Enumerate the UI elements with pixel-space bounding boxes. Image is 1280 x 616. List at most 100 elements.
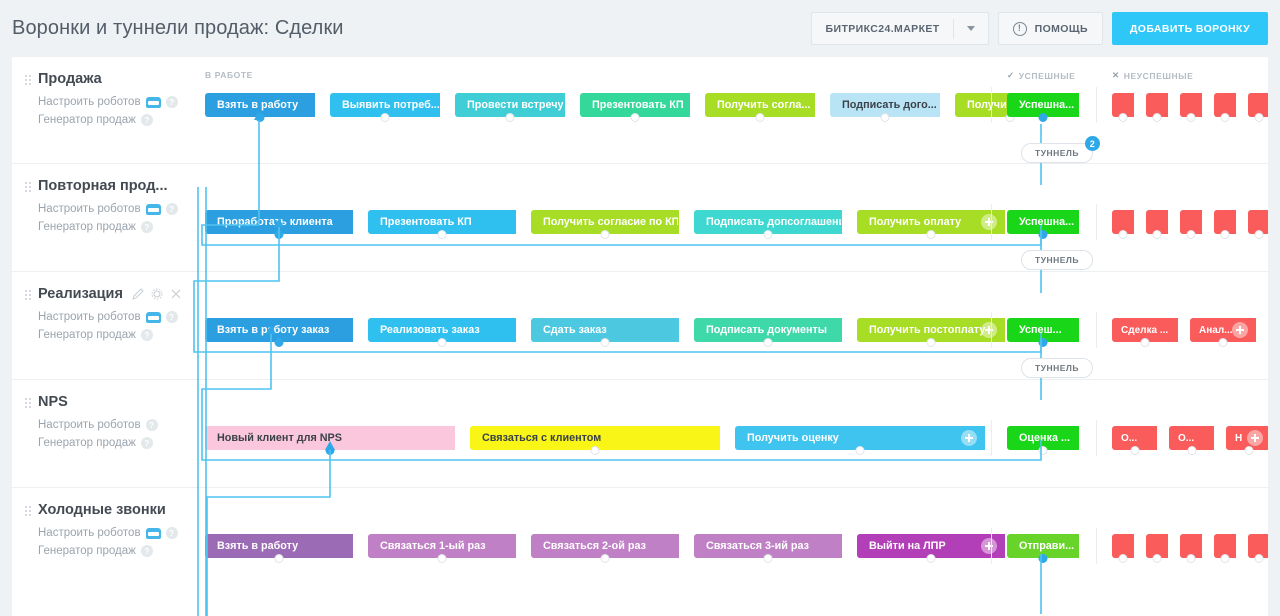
stage-connector-dot[interactable] <box>1254 230 1264 239</box>
funnel-drag-handle[interactable] <box>25 290 31 302</box>
stage-connector-dot[interactable] <box>1118 554 1128 563</box>
stage-connector-dot[interactable] <box>1140 338 1150 347</box>
stage[interactable]: Проработать клиента <box>205 210 353 239</box>
stage[interactable]: Подписать документы <box>694 318 842 347</box>
stage-connector-dot[interactable] <box>1220 554 1230 563</box>
stage-connector-dot[interactable] <box>880 113 890 122</box>
stage[interactable]: Провести встречу <box>455 93 565 122</box>
stage[interactable]: Подписать допсоглашение <box>694 210 842 239</box>
stage-connector-dot[interactable] <box>1186 554 1196 563</box>
stage-connector-dot[interactable] <box>600 554 610 563</box>
stage-connector-dot[interactable] <box>1152 113 1162 122</box>
help-hint-icon[interactable]: ? <box>140 221 153 233</box>
stage-connector-dot[interactable] <box>1038 554 1048 563</box>
fail-stage[interactable] <box>1146 534 1168 563</box>
add-funnel-button[interactable]: ДОБАВИТЬ ВОРОНКУ <box>1111 12 1268 45</box>
fail-stage[interactable] <box>1180 210 1202 239</box>
stage-connector-dot[interactable] <box>590 446 600 455</box>
success-stage[interactable]: Успешна... <box>1007 210 1079 239</box>
stage[interactable]: Получить согла... <box>705 93 815 122</box>
stage-connector-dot[interactable] <box>600 230 610 239</box>
stage[interactable]: Взять в работу <box>205 534 353 563</box>
fail-stage[interactable]: О... <box>1112 426 1157 455</box>
fail-stage[interactable] <box>1112 534 1134 563</box>
stage-connector-dot[interactable] <box>274 338 284 347</box>
stage-connector-dot[interactable] <box>255 113 265 122</box>
configure-robots-link[interactable]: Настроить роботов? <box>38 203 202 215</box>
stage-connector-dot[interactable] <box>505 113 515 122</box>
stage-connector-dot[interactable] <box>1218 338 1228 347</box>
stage-connector-dot[interactable] <box>274 230 284 239</box>
close-icon[interactable] <box>170 288 182 300</box>
add-stage-button[interactable] <box>961 430 977 446</box>
stage-connector-dot[interactable] <box>1038 113 1048 122</box>
fail-stage[interactable]: Н <box>1226 426 1268 455</box>
stage-connector-dot[interactable] <box>1220 113 1230 122</box>
stage[interactable]: Реализовать заказ <box>368 318 516 347</box>
tunnel-badge[interactable]: ТУННЕЛЬ <box>1021 358 1093 378</box>
stage-connector-dot[interactable] <box>1220 230 1230 239</box>
stage[interactable]: Связаться с клиентом <box>470 426 720 455</box>
add-stage-button[interactable] <box>981 214 997 230</box>
fail-stage[interactable] <box>1112 93 1134 122</box>
help-hint-icon[interactable]: ? <box>140 545 153 557</box>
stage[interactable]: Связаться 2-ой раз <box>531 534 679 563</box>
funnel-drag-handle[interactable] <box>25 398 31 410</box>
stage-connector-dot[interactable] <box>1254 113 1264 122</box>
stage[interactable]: Презентовать КП <box>368 210 516 239</box>
stage-connector-dot[interactable] <box>437 230 447 239</box>
stage-connector-dot[interactable] <box>926 338 936 347</box>
fail-stage[interactable] <box>1146 210 1168 239</box>
stage-connector-dot[interactable] <box>630 113 640 122</box>
stage-connector-dot[interactable] <box>1118 113 1128 122</box>
stage-connector-dot[interactable] <box>1187 446 1196 455</box>
stage-connector-dot[interactable] <box>763 230 773 239</box>
tunnel-badge[interactable]: ТУННЕЛЬ <box>1021 250 1093 270</box>
stage-connector-dot[interactable] <box>274 554 284 563</box>
help-hint-icon[interactable]: ? <box>140 437 153 449</box>
stage[interactable]: Получить оценку <box>735 426 985 455</box>
success-stage[interactable]: Отправи... <box>1007 534 1079 563</box>
fail-stage[interactable] <box>1214 534 1236 563</box>
stage-connector-dot[interactable] <box>437 338 447 347</box>
sales-generator-link[interactable]: Генератор продаж? <box>38 221 202 233</box>
fail-stage[interactable] <box>1180 93 1202 122</box>
stage[interactable]: Презентовать КП <box>580 93 690 122</box>
success-stage[interactable]: Успеш... <box>1007 318 1079 347</box>
bitrix24-market-button[interactable]: БИТРИКС24.МАРКЕТ <box>810 12 989 45</box>
help-hint-icon[interactable]: ? <box>140 114 153 126</box>
help-hint-icon[interactable]: ? <box>165 96 178 108</box>
configure-robots-link[interactable]: Настроить роботов? <box>38 311 202 323</box>
help-hint-icon[interactable]: ? <box>145 419 158 431</box>
settings-gear-icon[interactable] <box>151 288 163 300</box>
add-stage-button[interactable] <box>1247 430 1263 446</box>
add-stage-button[interactable] <box>981 538 997 554</box>
stage[interactable]: Сдать заказ <box>531 318 679 347</box>
add-stage-button[interactable] <box>1232 322 1248 338</box>
fail-stage[interactable] <box>1214 93 1236 122</box>
stage[interactable]: Связаться 3-ий раз <box>694 534 842 563</box>
sales-generator-link[interactable]: Генератор продаж? <box>38 545 202 557</box>
configure-robots-link[interactable]: Настроить роботов? <box>38 96 202 108</box>
stage[interactable]: Взять в работу заказ <box>205 318 353 347</box>
fail-stage[interactable] <box>1180 534 1202 563</box>
stage-connector-dot[interactable] <box>1244 446 1253 455</box>
stage-connector-dot[interactable] <box>763 338 773 347</box>
stage-connector-dot[interactable] <box>1038 230 1048 239</box>
funnel-drag-handle[interactable] <box>25 75 31 87</box>
fail-stage[interactable]: Сделка ... <box>1112 318 1178 347</box>
stage-connector-dot[interactable] <box>325 446 335 455</box>
fail-stage[interactable] <box>1248 93 1268 122</box>
stage-connector-dot[interactable] <box>1038 446 1048 455</box>
stage-connector-dot[interactable] <box>600 338 610 347</box>
stage[interactable]: Получить оплату <box>857 210 1005 239</box>
help-button[interactable]: ! ПОМОЩЬ <box>997 12 1103 45</box>
help-hint-icon[interactable]: ? <box>165 311 178 323</box>
stage-connector-dot[interactable] <box>1152 554 1162 563</box>
chevron-down-icon[interactable] <box>954 26 988 31</box>
stage[interactable]: Получить согласие по КП <box>531 210 679 239</box>
help-hint-icon[interactable]: ? <box>165 527 178 539</box>
stage[interactable]: Выйти на ЛПР <box>857 534 1005 563</box>
stage-connector-dot[interactable] <box>1118 230 1128 239</box>
